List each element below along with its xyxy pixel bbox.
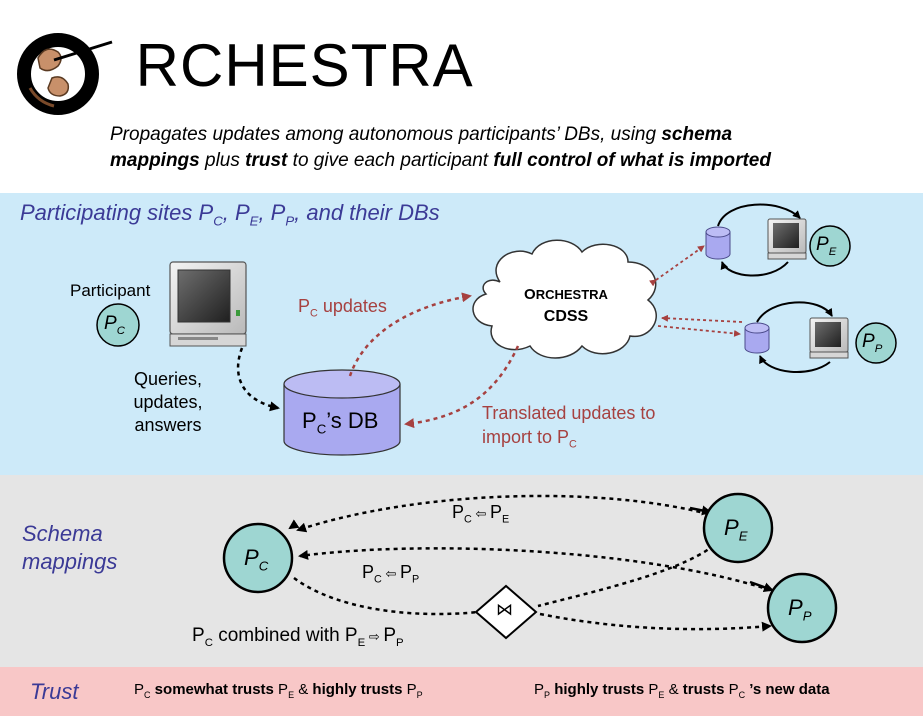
schema-band	[0, 475, 923, 667]
pc-site-node-label: PC	[104, 313, 125, 337]
sites-heading: Participating sites PC, PE, PP, and thei…	[20, 200, 440, 229]
pc-site-node	[96, 303, 140, 347]
map-pp-head	[749, 580, 774, 592]
cdss-label: ORCHESTRA CDSS	[524, 286, 608, 325]
pp-site-node	[855, 322, 897, 364]
pp-cloud-arrow	[661, 314, 743, 323]
pp-site-node-label: PP	[862, 331, 883, 355]
translated-updates-arrow	[404, 345, 520, 429]
map-pp-to-pc-arrow	[298, 547, 771, 592]
participant-computer-icon	[169, 261, 247, 347]
pc-schema-node-label: PC	[244, 545, 269, 574]
map-pe-head	[689, 505, 712, 516]
translated-updates-label: Translated updates to import to PC	[482, 403, 656, 451]
pc-db-label: PC’s DB	[302, 408, 379, 437]
combined-mapping-label: PC combined with PE ⇨ PP	[192, 625, 404, 649]
trust-statement-pp: PP highly trusts PE & trusts PC ’s new d…	[534, 681, 830, 700]
pc-schema-node	[222, 522, 294, 594]
pe-schema-node	[702, 492, 774, 564]
combined-pc-to-join-arrow	[293, 576, 479, 616]
pp-schema-node	[766, 572, 838, 644]
queries-label: Queries, updates, answers	[133, 369, 203, 435]
combined-pe-to-join-arrow	[537, 539, 721, 608]
mapping-pc-pe-label: PC ⇦ PE	[452, 502, 510, 526]
pe-sync-arrow-bottom	[720, 261, 789, 277]
join-diamond	[474, 584, 538, 640]
map-pc-head	[288, 519, 300, 530]
queries-arrow	[236, 347, 280, 412]
pc-updates-arrow	[348, 292, 472, 377]
pe-schema-node-label: PE	[724, 515, 748, 544]
map-pe-to-pc-arrow	[296, 494, 709, 533]
pe-sync-arrow-top	[717, 203, 801, 227]
pp-sync-arrow-bottom	[759, 355, 831, 373]
participant-label: Participant	[70, 281, 151, 300]
pp-schema-node-label: PP	[788, 595, 812, 624]
join-symbol: ⋈	[496, 600, 513, 619]
pe-remote-computer-icon	[767, 218, 807, 260]
pe-site-node	[809, 225, 851, 267]
trust-band	[0, 667, 923, 716]
pp-sync-arrow-top	[756, 301, 833, 323]
pc-db-icon	[283, 369, 401, 456]
tagline-line2: mappings plus trust to give each partici…	[110, 150, 771, 171]
cloud-pe-arrow	[649, 245, 705, 287]
pc-updates-label: PC updates	[298, 296, 387, 320]
cdss-cloud	[472, 239, 657, 359]
pe-site-node-label: PE	[816, 234, 837, 258]
combined-join-to-pp-arrow	[539, 612, 772, 632]
pp-db-icon	[744, 322, 770, 354]
mapping-pc-pp-label: PC ⇦ PP	[362, 562, 420, 586]
schema-heading: Schema mappings	[22, 521, 118, 574]
trust-statement-pc: PC somewhat trusts PE & highly trusts PP	[134, 681, 423, 700]
cloud-pp-arrow	[657, 325, 741, 337]
pp-remote-computer-icon	[809, 317, 849, 359]
trust-heading: Trust	[30, 679, 79, 704]
tagline-line1: Propagates updates among autonomous part…	[110, 124, 733, 145]
conductor-logo-icon	[17, 33, 113, 115]
logo-title: ORCHESTRA	[135, 32, 474, 99]
pe-db-icon	[705, 226, 731, 260]
